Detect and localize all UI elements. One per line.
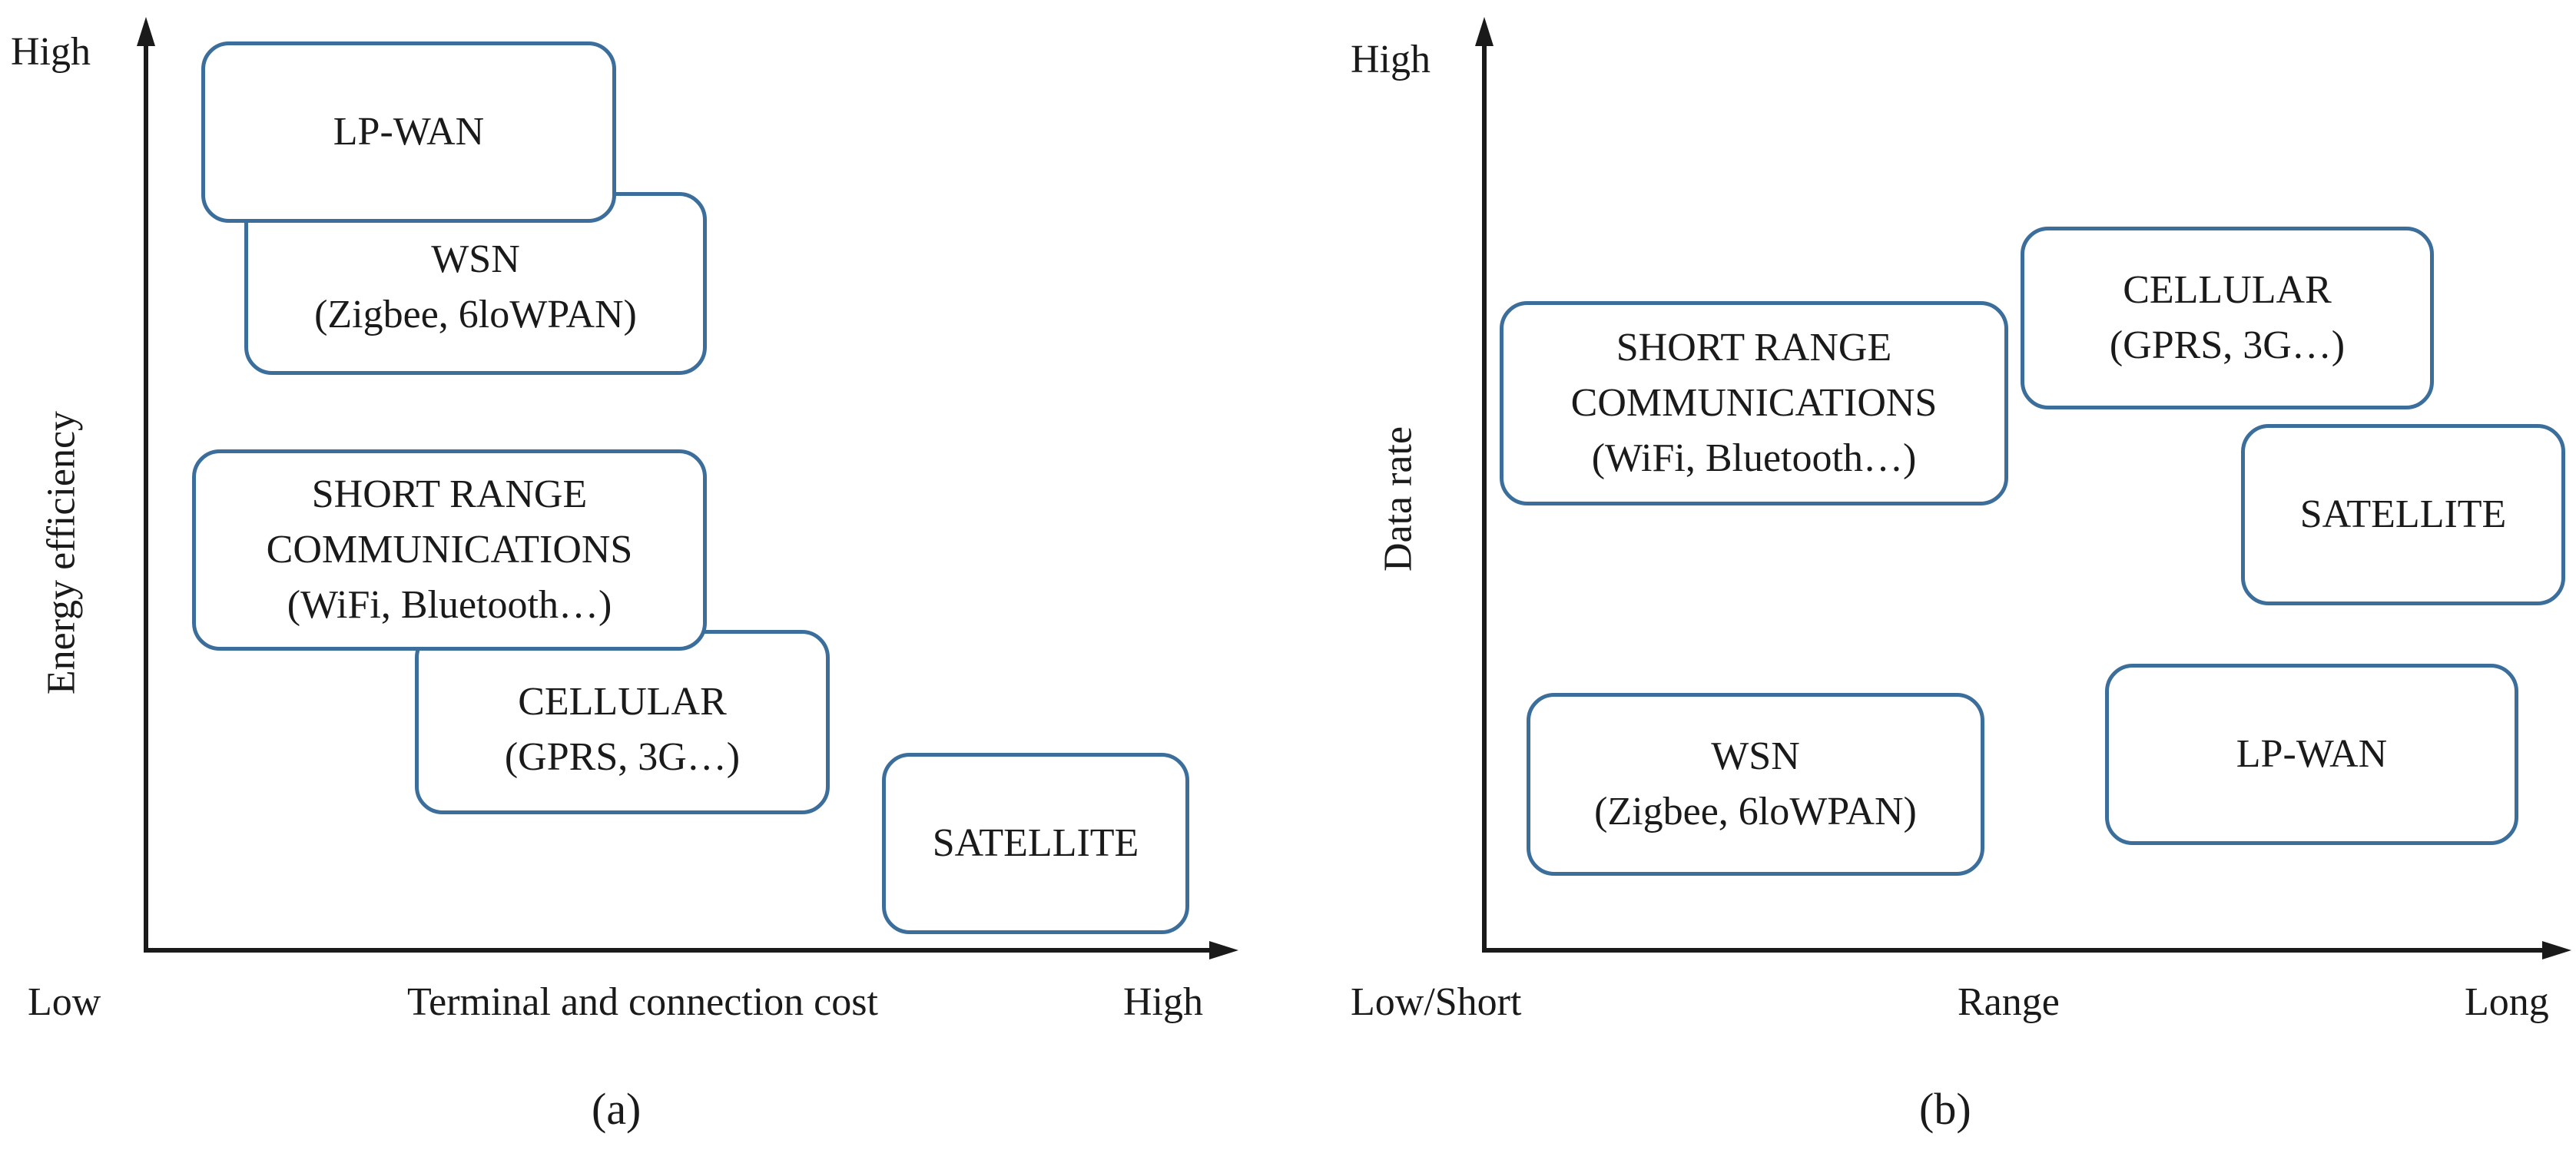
y-axis-title-a: Energy efficiency	[39, 410, 84, 695]
box-lpwan-b-title: LP-WAN	[2236, 732, 2388, 777]
box-wsn-b: WSN (Zigbee, 6loWPAN)	[1527, 693, 1984, 876]
box-cellular-a-subtitle: (GPRS, 3G…)	[504, 735, 741, 779]
y-axis-arrow-a	[137, 17, 155, 46]
box-short-range-b-title: SHORT RANGE	[1616, 326, 1892, 370]
box-satellite-b: SATELLITE	[2241, 424, 2565, 605]
box-cellular-a: CELLULAR (GPRS, 3G…)	[415, 630, 830, 814]
axes-a	[137, 17, 1238, 959]
box-lpwan-a: LP-WAN	[201, 41, 616, 223]
box-satellite-a: SATELLITE	[882, 753, 1189, 934]
x-high-label-b: Long	[2465, 980, 2549, 1024]
box-wsn-a-subtitle: (Zigbee, 6loWPAN)	[314, 293, 637, 336]
box-cellular-b-title: CELLULAR	[2123, 268, 2332, 313]
box-short-range-a-title2: COMMUNICATIONS	[266, 528, 633, 572]
x-axis-arrow-b	[2542, 941, 2571, 959]
box-short-range-a-subtitle: (WiFi, Bluetooth…)	[287, 582, 612, 627]
x-low-label-b: Low/Short	[1351, 980, 1522, 1024]
y-high-label-b: High	[1351, 38, 1431, 81]
box-cellular-b: CELLULAR (GPRS, 3G…)	[2021, 227, 2434, 409]
x-axis-arrow-a	[1209, 941, 1238, 959]
box-short-range-a: SHORT RANGE COMMUNICATIONS (WiFi, Blueto…	[192, 449, 707, 651]
box-short-range-b-subtitle: (WiFi, Bluetooth…)	[1591, 436, 1917, 480]
box-short-range-b: SHORT RANGE COMMUNICATIONS (WiFi, Blueto…	[1500, 301, 2008, 505]
box-satellite-a-title: SATELLITE	[932, 821, 1139, 866]
x-high-label-a: High	[1123, 980, 1203, 1024]
box-cellular-a-title: CELLULAR	[518, 680, 727, 724]
panel-b: High Data rate Low/Short Range Long SHOR…	[1329, 0, 2576, 1150]
box-short-range-b-title2: COMMUNICATIONS	[1570, 381, 1938, 426]
axes-b	[1475, 17, 2571, 959]
y-high-label-a: High	[11, 30, 91, 74]
box-wsn-b-subtitle: (Zigbee, 6loWPAN)	[1594, 790, 1917, 834]
box-short-range-a-title: SHORT RANGE	[311, 472, 588, 517]
x-axis-title-a: Terminal and connection cost	[407, 980, 878, 1024]
box-wsn-a-title: WSN	[431, 237, 520, 282]
panel-a: High Energy efficiency Low Terminal and …	[0, 0, 1260, 1150]
x-low-label-a: Low	[28, 980, 101, 1024]
box-wsn-b-title: WSN	[1711, 734, 1800, 779]
y-axis-arrow-b	[1475, 17, 1494, 46]
caption-a: (a)	[592, 1084, 642, 1134]
box-lpwan-b: LP-WAN	[2105, 664, 2518, 845]
box-lpwan-a-title: LP-WAN	[333, 110, 485, 154]
y-axis-title-b: Data rate	[1376, 426, 1421, 572]
caption-b: (b)	[1919, 1084, 1971, 1134]
box-cellular-b-subtitle: (GPRS, 3G…)	[2109, 323, 2346, 367]
box-satellite-b-title: SATELLITE	[2299, 492, 2507, 537]
x-axis-title-b: Range	[1958, 980, 2060, 1024]
